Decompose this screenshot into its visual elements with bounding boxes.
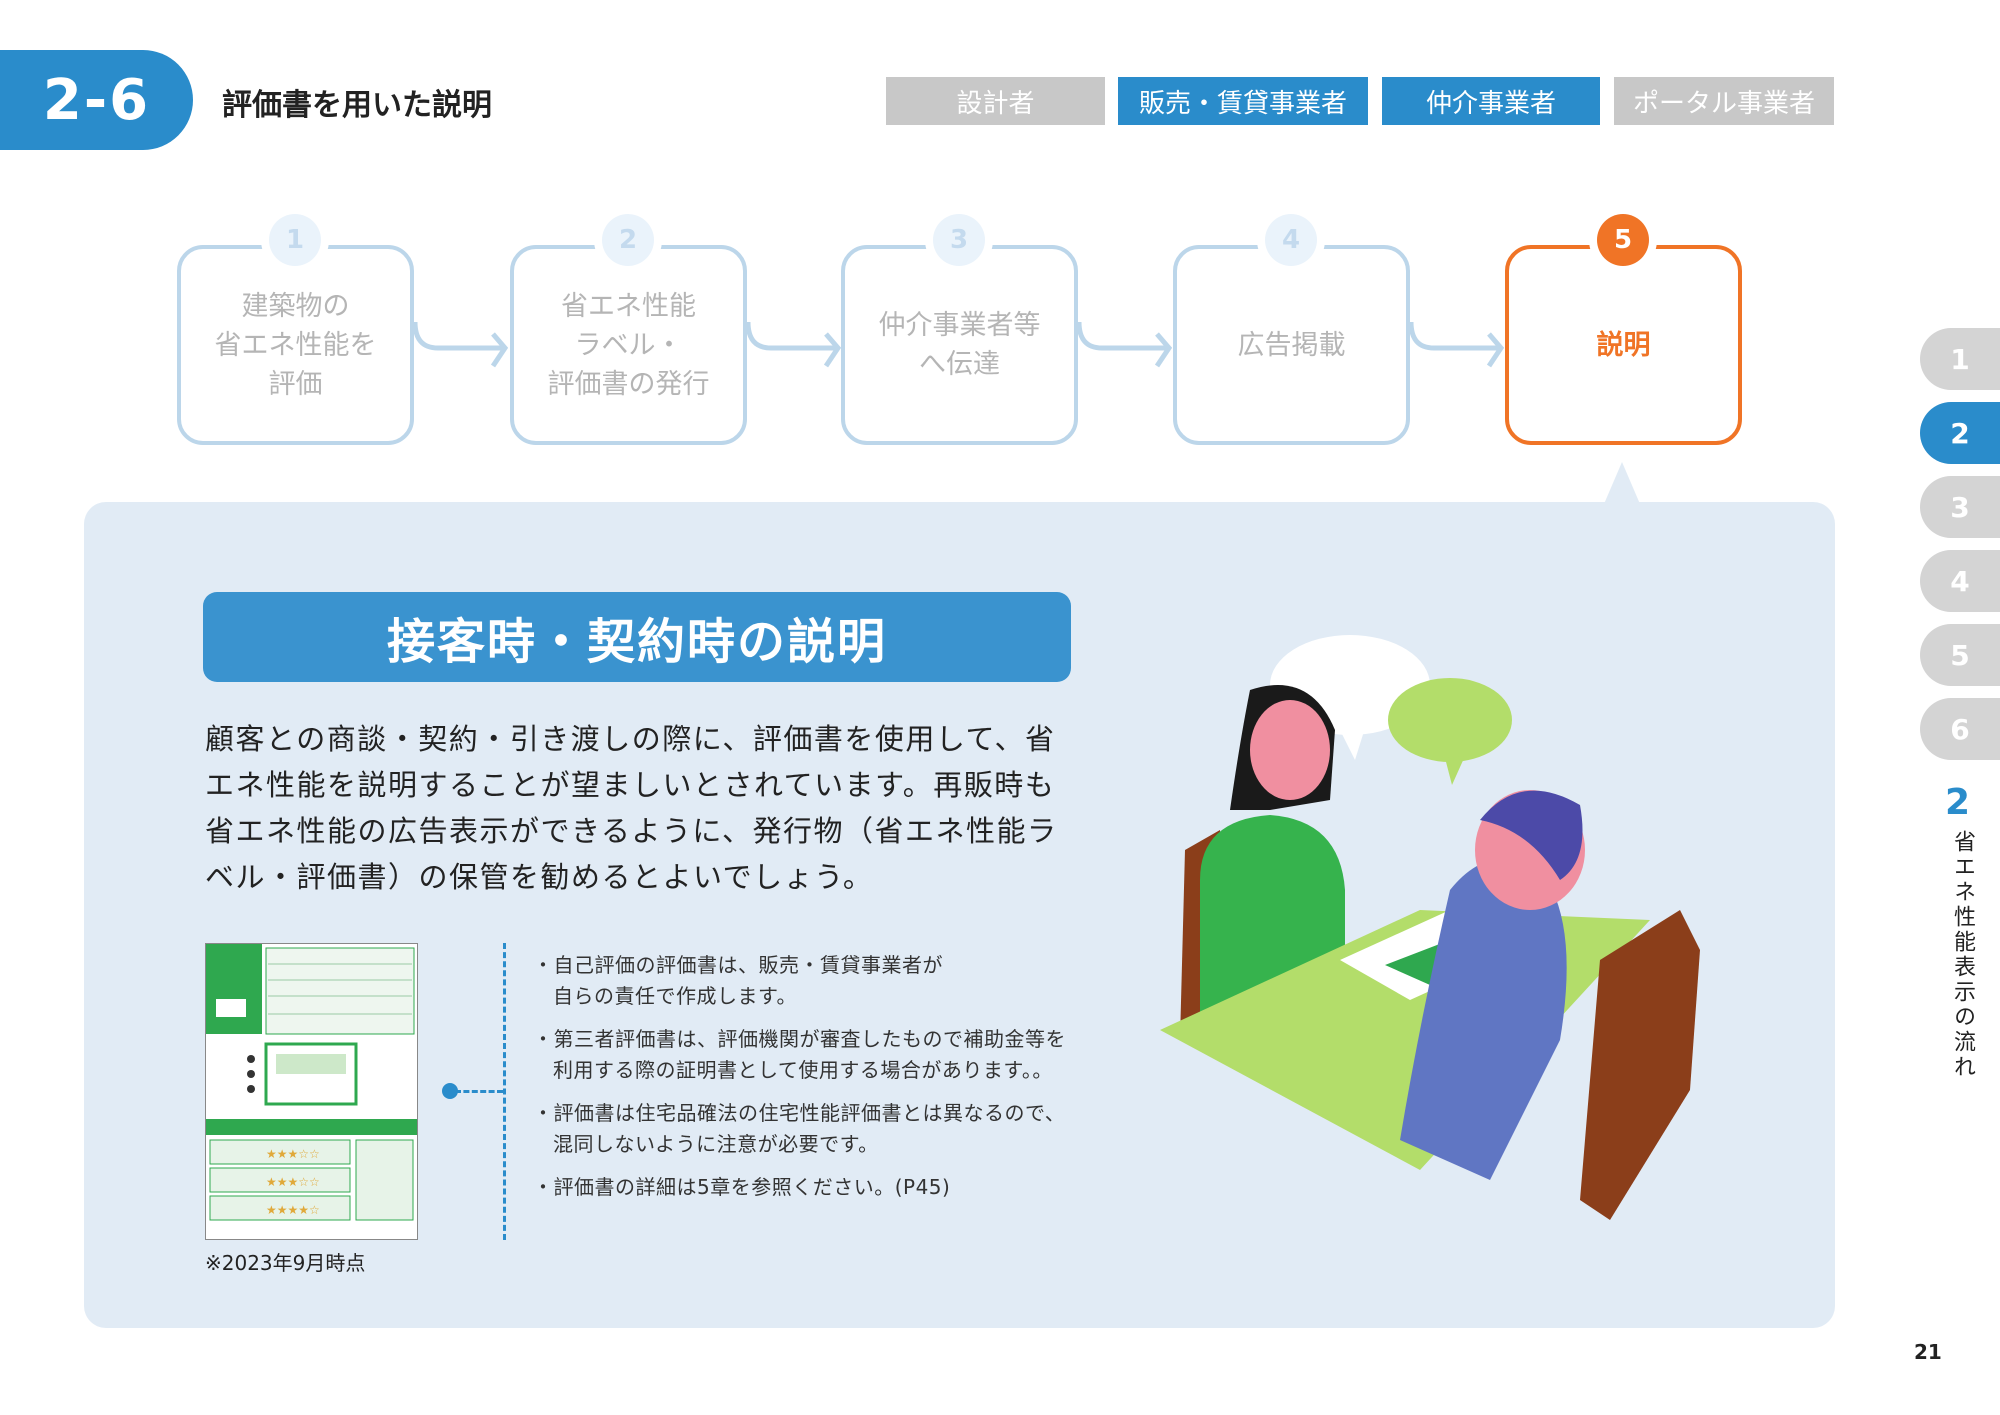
note-item: ・評価書の詳細は5章を参照ください。(P45)	[533, 1175, 951, 1199]
section-badge: 2-6	[0, 50, 193, 150]
connector-dot	[442, 1083, 458, 1099]
svg-text:★★★☆☆: ★★★☆☆	[266, 1147, 320, 1161]
step-number-2: 2	[602, 214, 654, 266]
date-note: ※2023年9月時点	[205, 1251, 366, 1275]
chapter-tab-3[interactable]: 3	[1920, 476, 2000, 538]
connector-line	[455, 1090, 503, 1093]
arrow-icon	[1077, 321, 1172, 368]
chapter-tab-4[interactable]: 4	[1920, 550, 2000, 612]
chapter-tab-2[interactable]: 2	[1920, 402, 2000, 464]
step-5: 説明	[1505, 245, 1742, 445]
evaluation-document-thumbnail: ★★★☆☆ ★★★☆☆ ★★★★☆	[205, 943, 418, 1240]
note-item: ・自己評価の評価書は、販売・賃貸事業者が 自らの責任で作成します。	[533, 953, 943, 1008]
chapter-title: 省エネ性能表示の流れ	[1950, 830, 1975, 1080]
step-2: 省エネ性能 ラベル・ 評価書の発行	[510, 245, 747, 445]
arrow-icon	[413, 321, 508, 368]
tag-designer: 設計者	[886, 77, 1105, 125]
notes-list: ・自己評価の評価書は、販売・賃貸事業者が 自らの責任で作成します。 ・第三者評価…	[533, 950, 1083, 1215]
description-paragraph: 顧客との商談・契約・引き渡しの際に、評価書を使用して、省エネ性能を説明することが…	[205, 722, 1058, 894]
chapter-tab-1[interactable]: 1	[1920, 328, 2000, 390]
page-title: 評価書を用いた説明	[222, 88, 492, 123]
arrow-icon	[1409, 321, 1504, 368]
chapter-tab-5[interactable]: 5	[1920, 624, 2000, 686]
svg-text:★★★★☆: ★★★★☆	[266, 1203, 320, 1217]
svg-text:★★★☆☆: ★★★☆☆	[266, 1175, 320, 1189]
panel-pointer	[1604, 462, 1640, 504]
step-number-1: 1	[269, 214, 321, 266]
page-number: 21	[1914, 1340, 1942, 1364]
note-item: ・第三者評価書は、評価機関が審査したもので補助金等を利用する際の証明書として使用…	[533, 1027, 1066, 1082]
step-number-4: 4	[1265, 214, 1317, 266]
divider-line	[503, 943, 506, 1240]
chapter-number: 2	[1945, 782, 1971, 823]
tag-broker: 仲介事業者	[1382, 77, 1600, 125]
step-3: 仲介事業者等 へ伝達	[841, 245, 1078, 445]
step-1: 建築物の 省エネ性能を 評価	[177, 245, 414, 445]
step-number-5: 5	[1597, 214, 1649, 266]
note-item: ・評価書は住宅品確法の住宅性能評価書とは異なるので、混同しないように注意が必要で…	[533, 1101, 1066, 1156]
consultation-illustration	[1160, 635, 1700, 1220]
step-number-3: 3	[933, 214, 985, 266]
chapter-tab-6[interactable]: 6	[1920, 698, 2000, 760]
step-4: 広告掲載	[1173, 245, 1410, 445]
tag-portal: ポータル事業者	[1614, 77, 1834, 125]
section-heading: 接客時・契約時の説明	[203, 592, 1071, 682]
arrow-icon	[746, 321, 841, 368]
tag-sales-rental: 販売・賃貸事業者	[1118, 77, 1368, 125]
